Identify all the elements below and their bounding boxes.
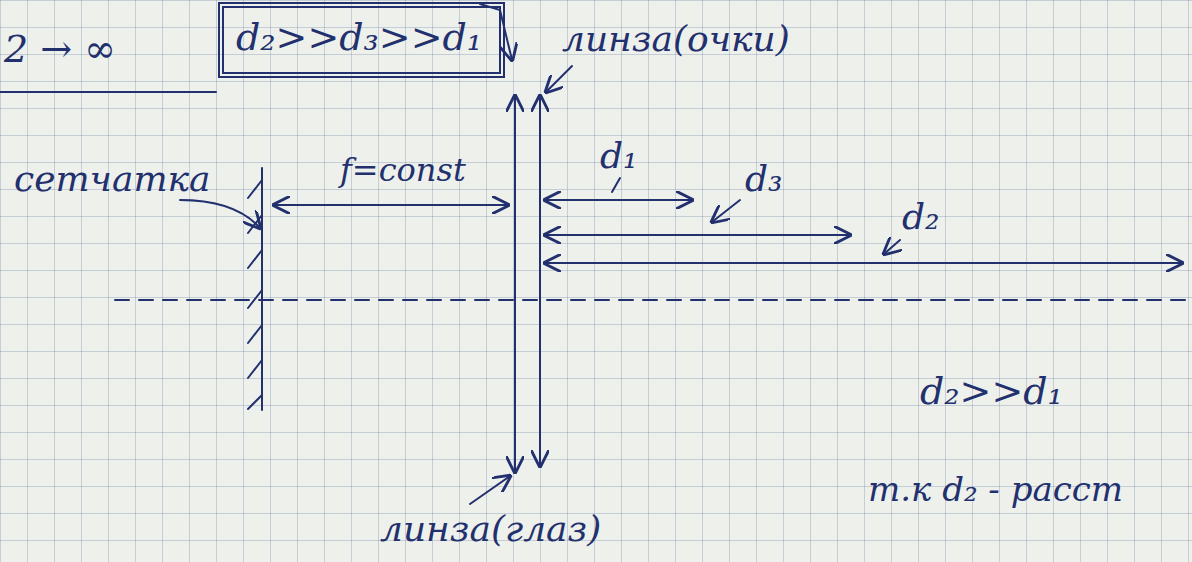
leader-tick	[612, 178, 620, 192]
handwritten-label: d₃	[745, 158, 782, 199]
distance-arrow	[545, 234, 850, 236]
handwritten-label: линза(очки)	[562, 18, 790, 59]
handwritten-label: d₂>>d₁	[920, 370, 1063, 414]
leader-line	[884, 240, 900, 254]
handwritten-label: d₂	[902, 196, 939, 237]
eye-lens	[514, 96, 516, 472]
optical-axis	[115, 299, 1192, 301]
distance-arrow	[545, 262, 1182, 264]
handwritten-label: d₁	[600, 135, 637, 176]
handwritten-label: линза(глаз)	[380, 508, 601, 549]
distance-arrow	[545, 199, 692, 201]
underline	[0, 91, 216, 93]
glasses-lens	[539, 96, 541, 466]
leader-line	[470, 476, 510, 504]
handwritten-label: 2 → ∞	[4, 28, 116, 72]
leader-line	[712, 200, 740, 222]
leader-line	[480, 4, 512, 60]
leader-line	[546, 66, 572, 92]
boxed-note: d₂>>d₃>>d₁	[218, 2, 505, 78]
handwritten-label: т.к d₂ - расст	[868, 470, 1123, 509]
leader-line	[180, 200, 260, 228]
handwritten-label: f=const	[340, 152, 466, 189]
handwritten-label: сетчатка	[14, 158, 211, 199]
retina-hatching	[248, 180, 262, 409]
note-text: d₂>>d₃>>d₁	[236, 16, 487, 60]
focal-distance	[274, 204, 508, 206]
